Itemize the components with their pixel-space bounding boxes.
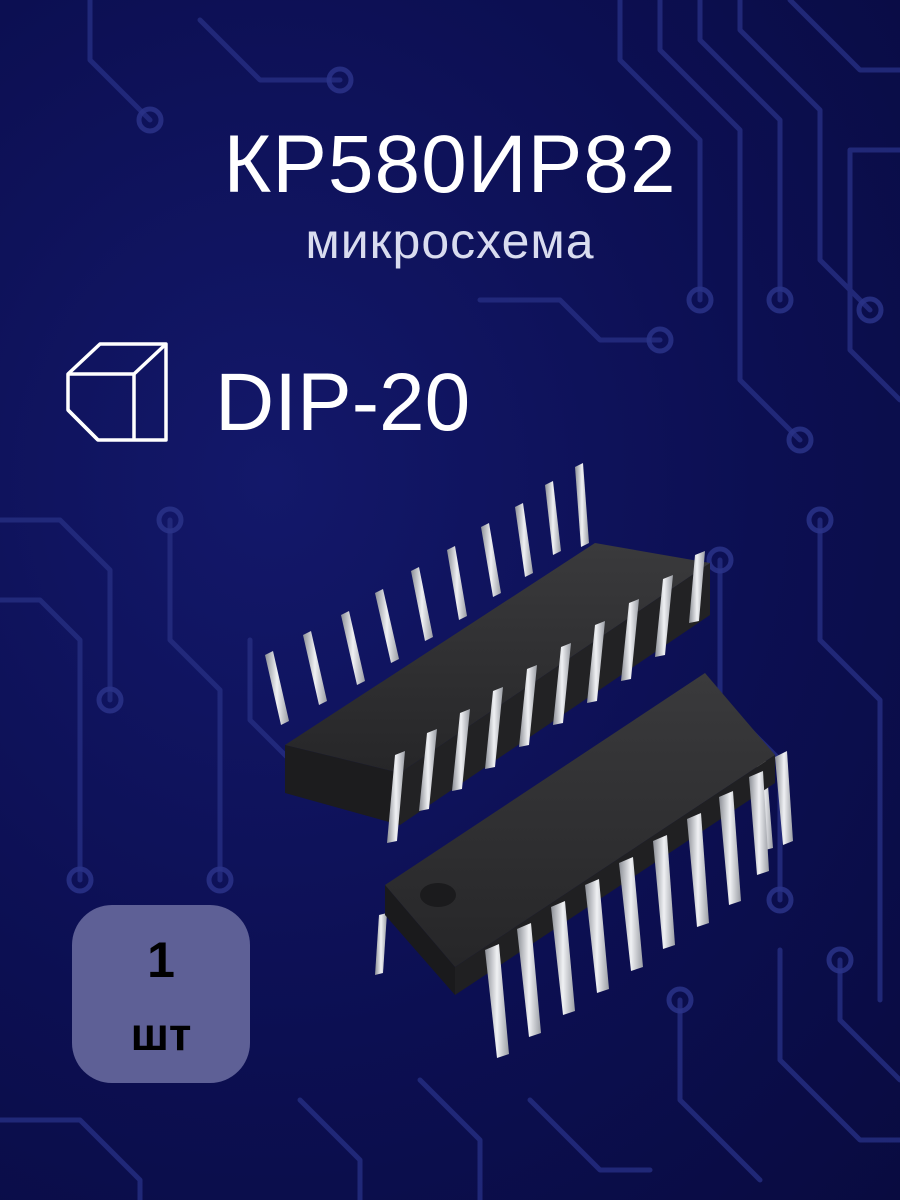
quantity-badge: 1 шт xyxy=(72,905,250,1083)
quantity-value: 1 xyxy=(147,932,175,988)
package-label: DIP-20 xyxy=(215,357,471,448)
part-number-title: КР580ИР82 xyxy=(223,119,677,210)
chip-back xyxy=(265,463,710,843)
cube-outline-icon xyxy=(66,342,168,442)
chip-front xyxy=(375,673,793,1058)
quantity-unit: шт xyxy=(130,1008,192,1060)
category-subtitle: микросхема xyxy=(305,213,595,269)
chip-illustration xyxy=(265,463,793,1058)
